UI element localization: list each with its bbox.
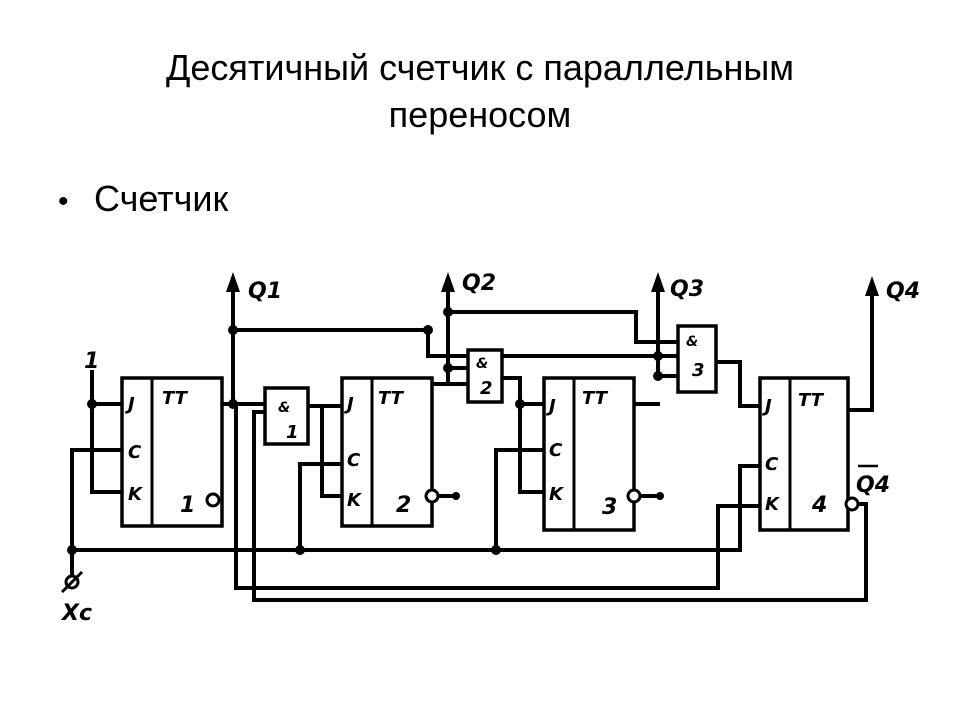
ff4-j-label: J <box>762 396 772 417</box>
ff4-inverted-output-icon <box>844 496 860 512</box>
clock-input-label: Xc <box>60 601 92 626</box>
title-line-1: Десятичный счетчик с параллельным <box>165 47 795 88</box>
ff1-k-label: K <box>128 484 144 505</box>
q4-inverted-label-group: Q4 <box>856 464 890 498</box>
ff2-c-label: C <box>347 450 361 471</box>
ff4-k-label: K <box>765 494 781 515</box>
ff4-type-label: TT <box>798 390 825 411</box>
ff2-number: 2 <box>396 493 411 518</box>
ff2-k-label: K <box>347 490 363 511</box>
gate3-number: 3 <box>692 360 705 381</box>
bullet-dot-icon: • <box>58 185 69 218</box>
gate2-number: 2 <box>480 378 493 399</box>
ff2-j-label: J <box>344 394 354 415</box>
and-gate-3: & 3 <box>676 324 718 394</box>
bullet-text: Счетчик <box>94 178 229 219</box>
gate1-number: 1 <box>286 422 299 443</box>
ff1-j-label: J <box>125 394 135 415</box>
q3-label: Q3 <box>670 277 704 302</box>
q4-output-arrow <box>846 276 879 412</box>
and-gate-1: & 1 <box>263 386 310 446</box>
ff2-inverted-output-icon <box>424 488 440 504</box>
ff3-j-label: J <box>546 396 556 417</box>
q3-output-arrow <box>651 272 665 380</box>
ff1-c-label: C <box>128 442 142 463</box>
q2-label: Q2 <box>462 271 496 296</box>
q1-label: Q1 <box>248 279 282 304</box>
clock-input-terminal: Xc <box>60 570 92 626</box>
bullet-item: • Счетчик <box>58 178 228 220</box>
gate3-symbol: & <box>686 334 698 350</box>
q4-label: Q4 <box>886 279 920 304</box>
title-line-2: переносом <box>388 94 572 135</box>
flipflop-1: J C K TT 1 <box>120 376 224 528</box>
flipflop-4: J C K TT 4 <box>758 376 860 532</box>
q1-output-arrow <box>226 272 240 406</box>
ff3-number: 3 <box>602 495 617 520</box>
input-one-label: 1 <box>84 349 99 374</box>
flipflop-2: J C K TT 2 <box>340 376 440 528</box>
junction-dots <box>67 307 664 555</box>
gate1-symbol: & <box>278 400 290 416</box>
gate2-symbol: & <box>476 356 488 372</box>
ff1-number: 1 <box>180 493 195 518</box>
flipflop-3: J C K TT 3 <box>542 376 642 532</box>
ff3-k-label: K <box>549 484 565 505</box>
counter-circuit-diagram: J C K TT 1 J C K TT 2 J C K TT 3 J C K T… <box>60 271 920 626</box>
ff3-c-label: C <box>549 440 563 461</box>
ff3-inverted-output-icon <box>626 488 642 504</box>
ff2-type-label: TT <box>378 388 405 409</box>
ff1-type-label: TT <box>162 388 189 409</box>
slide-title: Десятичный счетчик с параллельным перено… <box>0 44 960 138</box>
ff3-type-label: TT <box>582 388 609 409</box>
ff4-number: 4 <box>811 493 827 518</box>
ff4-c-label: C <box>765 454 779 475</box>
circuit-wires <box>70 310 868 602</box>
q4-inverted-label: Q4 <box>856 473 890 498</box>
and-gate-2: & 2 <box>466 348 504 404</box>
ff1-inverted-output-icon <box>205 492 221 508</box>
